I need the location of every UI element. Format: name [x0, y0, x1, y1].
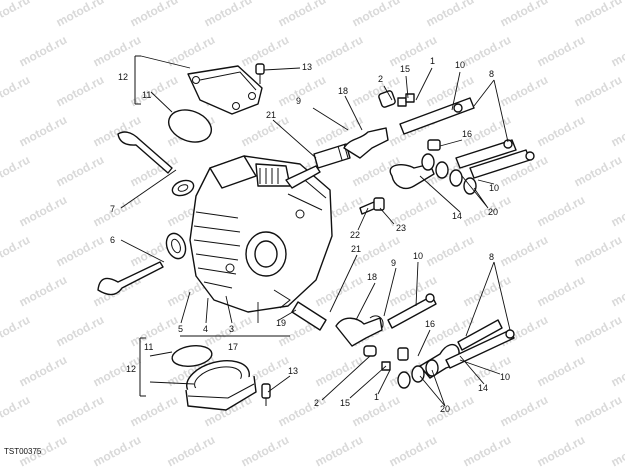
- callout-9-upper: 9: [296, 96, 301, 106]
- callout-23: 23: [396, 223, 406, 233]
- upper-rocker-assembly: [313, 90, 535, 215]
- callout-10-d: 10: [500, 372, 510, 382]
- callout-22: 22: [350, 230, 360, 240]
- callout-12-lower: 12: [126, 364, 136, 374]
- callout-12-upper: 12: [118, 72, 128, 82]
- callout-11-upper: 11: [142, 90, 151, 100]
- callout-11-lower: 11: [144, 342, 153, 352]
- callout-21-upper: 21: [266, 110, 276, 120]
- callout-10-c: 10: [413, 251, 423, 261]
- callout-8-lower: 8: [489, 252, 494, 262]
- callout-9-lower: 9: [391, 258, 396, 268]
- callout-14-upper: 14: [452, 211, 462, 221]
- callout-2-lower: 2: [314, 398, 319, 408]
- bracket-12-upper: [134, 55, 191, 105]
- valve-cover-cap: [187, 65, 263, 115]
- callout-15-upper: 15: [400, 64, 410, 74]
- callout-10-a: 10: [455, 60, 465, 70]
- bracket-12-lower: [139, 337, 146, 397]
- callout-20-upper: 20: [488, 207, 498, 217]
- callout-13-lower: 13: [288, 366, 298, 376]
- callout-16-lower: 16: [425, 319, 435, 329]
- callout-10-b: 10: [489, 183, 499, 193]
- callout-3: 3: [229, 324, 234, 334]
- callout-labels: 13 12 11 7 6 5 4 3 17 19 21 9 18 2 15 1 …: [110, 56, 510, 414]
- callout-17: 17: [228, 342, 238, 352]
- callout-16-upper: 16: [462, 129, 472, 139]
- cylinder-head-body: [189, 155, 333, 313]
- callout-8-upper: 8: [489, 69, 494, 79]
- callout-1-upper: 1: [430, 56, 435, 66]
- callout-7: 7: [110, 204, 115, 214]
- o-ring-11-lower: [171, 345, 213, 367]
- drawing-code: TST00375: [4, 447, 42, 456]
- screw-13-upper: [255, 63, 265, 84]
- callout-18-lower: 18: [367, 272, 377, 282]
- callout-19: 19: [276, 318, 286, 328]
- leader-lines: [120, 67, 511, 407]
- intake-valve-7: [117, 131, 195, 197]
- callout-20-lower: 20: [440, 404, 450, 414]
- callout-13-upper: 13: [302, 62, 312, 72]
- callout-6: 6: [110, 235, 115, 245]
- callout-4: 4: [203, 324, 208, 334]
- callout-2-upper: 2: [378, 74, 383, 84]
- callout-14-lower: 14: [478, 383, 488, 393]
- exhaust-valve-6: [97, 232, 187, 296]
- callout-15-lower: 15: [340, 398, 350, 408]
- lower-rocker-assembly: [291, 293, 515, 389]
- callout-21-lower: 21: [351, 244, 361, 254]
- intake-manifold: [185, 360, 271, 411]
- callout-5: 5: [178, 324, 183, 334]
- o-ring-11-upper: [167, 109, 213, 143]
- callout-1-lower: 1: [374, 392, 379, 402]
- callout-18-upper: 18: [338, 86, 348, 96]
